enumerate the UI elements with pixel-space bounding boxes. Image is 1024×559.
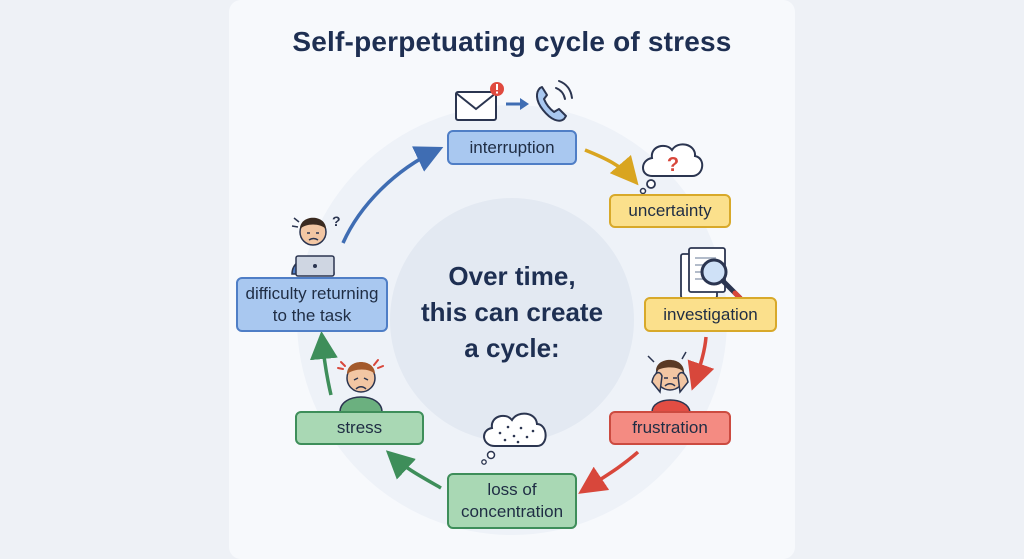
node-loss-of-concentration: loss of concentration (447, 473, 577, 529)
center-line-1: Over time, (448, 261, 576, 291)
document-magnifier-icon (680, 247, 743, 301)
svg-text:?: ? (332, 213, 341, 229)
node-frustration: frustration (609, 411, 731, 445)
scattered-thought-cloud-icon (481, 412, 547, 465)
phone-ringing-icon (536, 80, 573, 122)
node-investigation-label: investigation (663, 304, 758, 324)
thought-bubble-question-icon: ? (639, 143, 704, 195)
node-difficulty-label-line-2: to the task (272, 305, 352, 325)
node-frustration-label: frustration (632, 418, 708, 437)
arrow-right-icon (506, 98, 529, 110)
arrow-frustration-to-loss (578, 450, 640, 494)
arrow-investigation-to-frustration (687, 336, 715, 391)
node-uncertainty: uncertainty (609, 194, 731, 228)
node-interruption-label: interruption (469, 137, 555, 157)
arrow-interruption-to-uncertainty (584, 148, 639, 186)
arrow-stress-to-difficulty (309, 331, 338, 396)
node-difficulty-returning: difficulty returning to the task (236, 277, 388, 332)
arrow-loss-to-stress (385, 450, 442, 490)
diagram-title: Self-perpetuating cycle of stress (292, 26, 732, 57)
alert-badge-icon (490, 82, 504, 96)
node-loss-label-line-1: loss of (487, 480, 537, 499)
node-interruption: interruption (447, 130, 577, 165)
node-loss-label-line-2: concentration (460, 502, 564, 521)
confused-person-laptop-icon: ? (291, 213, 341, 277)
inner-circle (390, 198, 634, 442)
center-line-2: this can create (420, 297, 604, 327)
node-uncertainty-label: uncertainty (628, 201, 712, 220)
center-line-3: a cycle: (464, 333, 560, 363)
node-stress-label: stress (336, 418, 383, 437)
center-message: Over time, this can create a cycle: (390, 258, 634, 366)
arrow-difficulty-to-interruption (341, 146, 444, 244)
node-difficulty-label-line-1: difficulty returning (245, 283, 379, 303)
svg-text:?: ? (667, 154, 679, 176)
frustrated-person-icon (647, 351, 691, 413)
envelope-icon (455, 91, 497, 121)
node-stress: stress (295, 411, 424, 445)
node-investigation: investigation (644, 297, 777, 332)
